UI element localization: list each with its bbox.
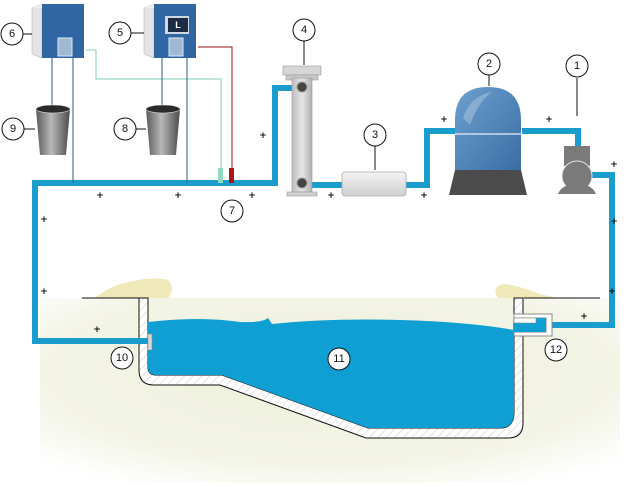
flow-marker: +	[608, 287, 616, 297]
uv-inlet-port	[296, 81, 308, 93]
chlorine-controller-button[interactable]	[57, 37, 73, 57]
ph-controller[interactable]: L	[143, 3, 196, 59]
pump[interactable]	[558, 146, 596, 194]
flow-markers: + + + + + + + + + + + + + + +	[40, 115, 618, 335]
flow-marker: +	[610, 160, 618, 170]
filter-to-pump-pipe	[522, 128, 581, 152]
flow-marker: +	[610, 217, 618, 227]
heater-to-filter-pipe	[404, 128, 458, 188]
chlorine-container[interactable]	[35, 104, 71, 155]
svg-text:1: 1	[574, 60, 580, 72]
callout-7[interactable]: 7	[220, 199, 244, 223]
callout-5[interactable]: 5	[108, 21, 132, 45]
ph-controller-display-text: L	[175, 20, 181, 30]
callout-8[interactable]: 8	[113, 117, 137, 141]
flow-marker: +	[96, 191, 104, 201]
svg-text:8: 8	[122, 123, 128, 135]
flow-marker: +	[420, 191, 428, 201]
callout-1[interactable]: 1	[565, 54, 589, 78]
sand-filter[interactable]	[449, 87, 527, 195]
callout-leaders	[22, 32, 578, 170]
svg-text:9: 9	[10, 123, 16, 135]
callout-11[interactable]: 11	[327, 347, 351, 371]
heater[interactable]	[341, 171, 407, 197]
uv-outlet-port	[296, 177, 308, 189]
uv-steriliser[interactable]	[282, 65, 322, 197]
svg-text:11: 11	[333, 353, 344, 365]
return-inlet[interactable]	[147, 333, 153, 351]
flow-marker: +	[248, 191, 256, 201]
svg-text:2: 2	[486, 58, 492, 70]
pool-water[interactable]	[148, 318, 514, 428]
svg-text:6: 6	[9, 28, 15, 40]
flow-marker: +	[545, 115, 553, 125]
flow-marker: +	[40, 287, 48, 297]
svg-text:12: 12	[550, 344, 562, 356]
pipe-network	[32, 85, 615, 344]
chlorine-controller[interactable]	[31, 3, 84, 59]
sand-mound-left	[95, 278, 172, 298]
flow-marker: +	[440, 115, 448, 125]
flow-marker: +	[259, 131, 267, 141]
callout-4[interactable]: 4	[292, 18, 316, 42]
chlorine-sensor-wire	[86, 49, 222, 168]
flow-marker: +	[93, 325, 101, 335]
svg-text:7: 7	[229, 205, 235, 217]
ph-corrector-container[interactable]	[145, 104, 181, 155]
probe-ph	[229, 168, 234, 183]
flow-marker: +	[40, 215, 48, 225]
sand-mound-right	[495, 284, 560, 298]
flow-marker: +	[580, 312, 588, 322]
callout-12[interactable]: 12	[544, 338, 568, 362]
svg-text:4: 4	[301, 24, 307, 36]
callout-9[interactable]: 9	[1, 117, 25, 141]
probe-chlorine	[218, 168, 223, 183]
flow-marker: +	[174, 191, 182, 201]
callout-3[interactable]: 3	[363, 123, 387, 147]
callout-10[interactable]: 10	[110, 346, 134, 370]
callout-2[interactable]: 2	[477, 52, 501, 76]
ph-controller-button[interactable]	[168, 37, 184, 57]
return-pipe	[32, 85, 298, 344]
callout-6[interactable]: 6	[0, 22, 24, 46]
ph-controller-display	[168, 18, 188, 32]
suction-pipe	[552, 172, 615, 328]
svg-text:3: 3	[372, 129, 378, 141]
svg-text:5: 5	[117, 27, 123, 39]
flow-marker: +	[327, 191, 335, 201]
svg-text:10: 10	[116, 352, 128, 364]
skimmer[interactable]	[513, 313, 553, 337]
ph-sensor-wire	[198, 46, 233, 168]
